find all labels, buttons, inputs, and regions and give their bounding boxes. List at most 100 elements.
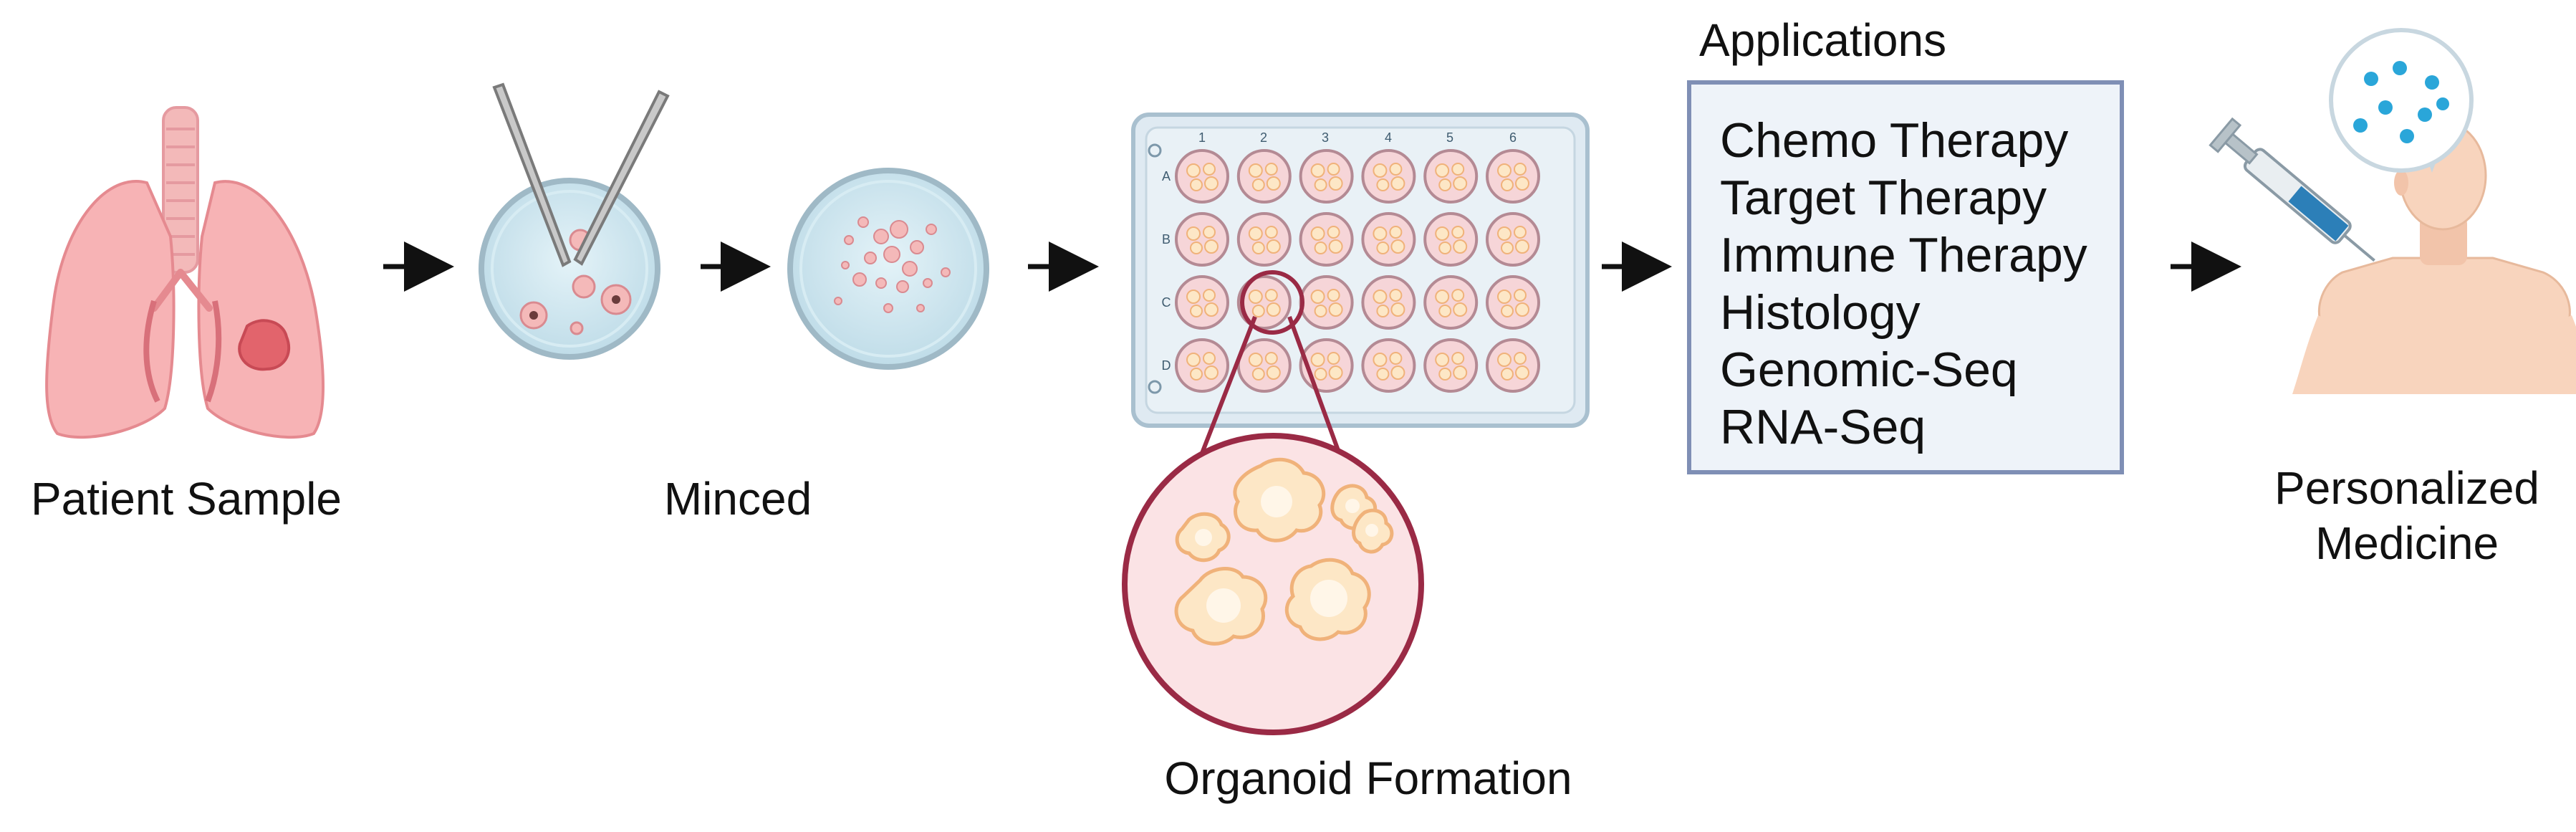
well — [1299, 149, 1354, 204]
plate-col-3: 3 — [1322, 130, 1329, 145]
well-organoid — [1501, 368, 1514, 381]
plate-row-c: C — [1162, 295, 1171, 310]
well — [1486, 275, 1540, 330]
well-organoid — [1266, 302, 1281, 317]
well-organoid — [1390, 176, 1405, 191]
petri-dish-minced-icon — [787, 168, 989, 370]
label-organoid-formation: Organoid Formation — [1164, 752, 1572, 804]
well-organoid — [1203, 226, 1216, 239]
well-organoid — [1186, 353, 1201, 367]
patient-syringe-icon — [2209, 28, 2576, 394]
well — [1423, 212, 1479, 267]
applications-box: Chemo Therapy Target Therapy Immune Ther… — [1687, 80, 2124, 474]
well-organoid — [1328, 365, 1343, 380]
well-organoid — [1501, 178, 1514, 191]
well-organoid — [1251, 305, 1265, 317]
well-organoid — [1310, 163, 1325, 178]
well-organoid — [1514, 352, 1527, 365]
well — [1423, 275, 1479, 330]
plate-col-5: 5 — [1446, 130, 1453, 145]
well-organoid — [1264, 163, 1278, 176]
well-organoid — [1251, 368, 1265, 381]
well — [1486, 149, 1540, 204]
well — [1175, 212, 1229, 267]
well-organoid — [1373, 226, 1388, 241]
well-organoid — [1514, 163, 1527, 176]
well-organoid — [1453, 365, 1468, 380]
well-organoid — [1501, 242, 1514, 254]
well-organoid — [1438, 305, 1452, 317]
well-organoid — [1453, 239, 1468, 254]
well-organoid — [1373, 163, 1388, 178]
well-organoid — [1501, 305, 1514, 317]
well-organoid — [1376, 305, 1390, 317]
plate-col-1: 1 — [1198, 130, 1206, 145]
well-organoid — [1327, 163, 1340, 176]
well-organoid — [1248, 226, 1263, 241]
label-personalized-medicine-line1: Personalized — [2274, 462, 2539, 514]
well-organoid — [1186, 290, 1201, 304]
well-organoid — [1248, 353, 1263, 367]
well-organoid — [1190, 305, 1203, 317]
well-organoid — [1497, 353, 1512, 367]
plate-col-2: 2 — [1260, 130, 1267, 145]
well-organoid — [1497, 290, 1512, 304]
well-organoid — [1310, 353, 1325, 367]
well-organoid — [1310, 290, 1325, 304]
well-organoid — [1266, 239, 1281, 254]
well-organoid — [1453, 176, 1468, 191]
well-organoid — [1514, 226, 1527, 239]
well — [1361, 149, 1416, 204]
well-organoid — [1376, 242, 1390, 254]
app-item-chemo: Chemo Therapy — [1720, 113, 2069, 168]
well-organoid — [1328, 176, 1343, 191]
well-organoid — [1204, 365, 1219, 380]
well — [1361, 212, 1416, 267]
app-item-genomic-seq: Genomic-Seq — [1720, 343, 2018, 397]
well-organoid — [1314, 242, 1327, 254]
well-organoid — [1204, 239, 1219, 254]
well-organoid — [1389, 226, 1403, 239]
well-organoid — [1266, 365, 1281, 380]
well-organoid — [1327, 289, 1340, 302]
well — [1299, 275, 1354, 330]
label-patient-sample: Patient Sample — [30, 473, 342, 525]
well-organoid — [1328, 239, 1343, 254]
plate-row-d: D — [1162, 358, 1171, 373]
well-organoid — [1435, 290, 1450, 304]
well-organoid — [1514, 289, 1527, 302]
applications-title: Applications — [1699, 14, 1947, 66]
app-item-immune: Immune Therapy — [1720, 228, 2087, 282]
well — [1423, 338, 1479, 393]
well-organoid — [1435, 353, 1450, 367]
plate-labels: 1 2 3 4 5 6 A B C D — [1162, 130, 1517, 373]
well-organoid — [1453, 302, 1468, 317]
well-organoid — [1451, 289, 1465, 302]
well-organoid — [1203, 289, 1216, 302]
well-organoid — [1251, 242, 1265, 254]
well — [1236, 212, 1292, 267]
well — [1175, 275, 1229, 330]
well-organoid — [1451, 352, 1465, 365]
well — [1236, 149, 1292, 204]
label-minced: Minced — [663, 473, 812, 525]
plate-col-6: 6 — [1509, 130, 1517, 145]
well-organoid — [1515, 365, 1529, 380]
well — [1486, 338, 1540, 393]
well-organoid — [1515, 302, 1529, 317]
well-organoid — [1314, 368, 1327, 381]
plate-row-b: B — [1162, 232, 1171, 247]
well-organoid — [1314, 305, 1327, 317]
plate-row-a: A — [1162, 169, 1171, 183]
well-organoid — [1376, 368, 1390, 381]
well-organoid — [1264, 226, 1278, 239]
well-organoid — [1373, 290, 1388, 304]
well-organoid — [1438, 368, 1452, 381]
well-organoid — [1451, 226, 1465, 239]
well — [1361, 338, 1416, 393]
well-organoid — [1203, 163, 1216, 176]
well-organoid — [1435, 226, 1450, 241]
well — [1361, 275, 1416, 330]
